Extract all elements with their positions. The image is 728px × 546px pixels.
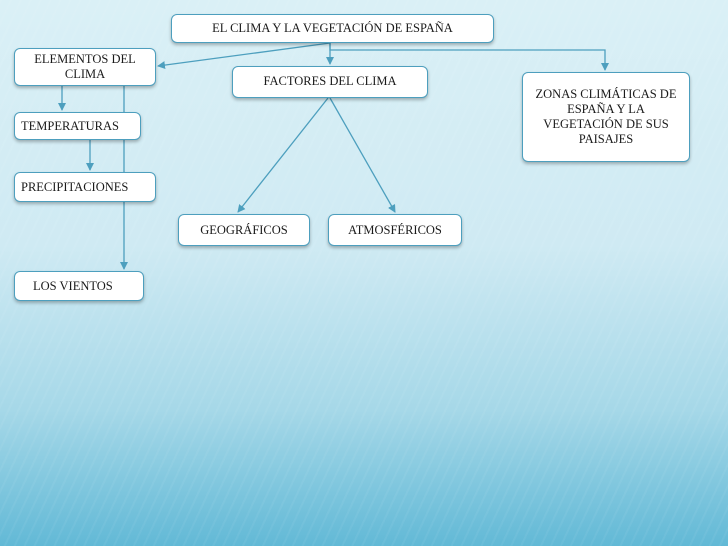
vientos-node: LOS VIENTOS: [14, 271, 144, 301]
atmosfericos-node: ATMOSFÉRICOS: [328, 214, 462, 246]
temperaturas-node: TEMPERATURAS: [14, 112, 141, 140]
zonas-label: ZONAS CLIMÁTICAS DE ESPAÑA Y LA VEGETACI…: [535, 87, 677, 146]
factores-label: FACTORES DEL CLIMA: [263, 74, 397, 88]
factores-node: FACTORES DEL CLIMA: [232, 66, 428, 98]
geograficos-label: GEOGRÁFICOS: [200, 222, 288, 237]
zonas-node: ZONAS CLIMÁTICAS DE ESPAÑA Y LA VEGETACI…: [522, 72, 690, 162]
connector-root-elementos: [157, 42, 331, 70]
atmosfericos-label: ATMOSFÉRICOS: [348, 222, 442, 237]
vientos-label: LOS VIENTOS: [33, 278, 113, 293]
temperaturas-label: TEMPERATURAS: [21, 118, 119, 133]
root-label: EL CLIMA Y LA VEGETACIÓN DE ESPAÑA: [212, 21, 453, 35]
connector-root-zonas: [329, 43, 609, 71]
precipitaciones-label: PRECIPITACIONES: [21, 179, 129, 194]
connector-factores-geograficos: [237, 97, 329, 213]
elementos-node: ELEMENTOS DEL CLIMA: [14, 48, 156, 86]
connector-factores-atmosfericos: [329, 97, 396, 213]
elementos-label: ELEMENTOS DEL CLIMA: [34, 52, 136, 81]
root-node: EL CLIMA Y LA VEGETACIÓN DE ESPAÑA: [171, 14, 494, 43]
precipitaciones-node: PRECIPITACIONES: [14, 172, 156, 202]
geograficos-node: GEOGRÁFICOS: [178, 214, 310, 246]
